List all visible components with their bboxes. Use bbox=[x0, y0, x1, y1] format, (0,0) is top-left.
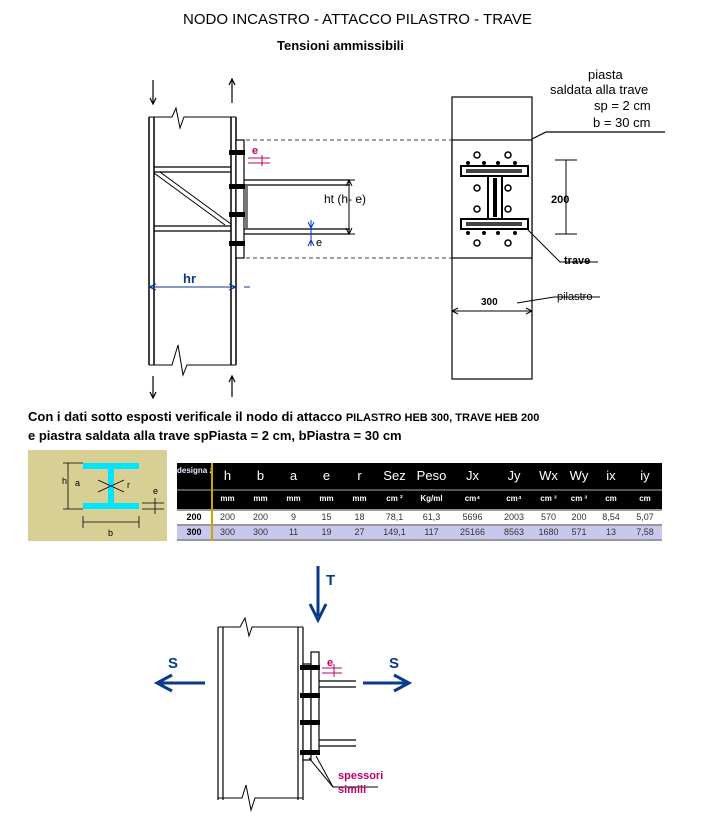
intro-line-2: e piastra saldata alla trave spPiasta = … bbox=[28, 428, 402, 443]
table-cell: 7,58 bbox=[636, 527, 654, 537]
section-b-label: b bbox=[108, 528, 113, 538]
force-diagram: e T S S bbox=[153, 566, 413, 812]
section-h-label: h bbox=[62, 476, 67, 486]
table-header-cell: iy bbox=[640, 468, 650, 483]
pilastro-label: pilastro bbox=[557, 291, 592, 303]
table-unit-cell: cm bbox=[639, 494, 651, 503]
table-cell: 5,07 bbox=[636, 512, 654, 522]
hr-label: hr bbox=[183, 271, 196, 286]
section-a-label: a bbox=[75, 478, 80, 488]
s-force-left-label: S bbox=[168, 655, 178, 672]
table-cell: 13 bbox=[605, 527, 616, 537]
table-header-cell: Wy bbox=[569, 468, 589, 483]
table-header-cell: a bbox=[289, 468, 298, 483]
table-cell: 15 bbox=[321, 512, 332, 522]
table-cell: 300 bbox=[219, 527, 236, 537]
intro-line-1-b: PILASTRO HEB 300, TRAVE HEB 200 bbox=[345, 412, 540, 424]
ht-label: ht (h- e) bbox=[324, 192, 366, 206]
intro-line-1: Con i dati sotto esposti verificale il n… bbox=[28, 409, 539, 424]
table-unit-cell bbox=[177, 491, 211, 509]
t-force-label: T bbox=[326, 572, 335, 589]
e-label-top: e bbox=[252, 145, 258, 157]
table-header-cell: Wx bbox=[539, 468, 558, 483]
table-unit-cell: cm ³ bbox=[540, 494, 557, 503]
table-separator bbox=[211, 463, 213, 541]
page-subtitle: Tensioni ammissibili bbox=[277, 38, 404, 53]
heb-properties-table: designa zione h b a e r Sez Peso Jx Jy Wx Wy ix iy mm… bbox=[177, 463, 662, 541]
page-title: NODO INCASTRO - ATTACCO PILASTRO - TRAVE bbox=[183, 11, 532, 28]
table-cell: 19 bbox=[321, 527, 332, 537]
table-cell: 571 bbox=[571, 527, 587, 537]
table-cell: 11 bbox=[288, 527, 299, 537]
s-force-right-label: S bbox=[389, 655, 399, 672]
table-cell: 25166 bbox=[459, 527, 486, 537]
table-unit-cell: mm bbox=[220, 494, 235, 503]
plate-label-line3: sp = 2 cm bbox=[594, 98, 651, 113]
joint-elevation-diagram: e ht (h- e) e hr bbox=[147, 67, 665, 400]
table-unit-cell: cm ² bbox=[386, 494, 403, 503]
plate-label-line2: saldata alla trave bbox=[550, 82, 648, 97]
table-cell: 300 bbox=[186, 527, 202, 537]
table-unit-cell: mm bbox=[352, 494, 367, 503]
table-unit-cell: mm bbox=[319, 494, 334, 503]
table-cell: 27 bbox=[354, 527, 365, 537]
table-cell: 8,54 bbox=[602, 512, 620, 522]
plate-label-line1: piasta bbox=[588, 67, 623, 82]
table-cell: 1680 bbox=[538, 527, 559, 537]
spessori-simili-label: spessori simili bbox=[338, 770, 384, 796]
table-header-cell: h bbox=[223, 468, 232, 483]
table-unit-cell: mm bbox=[253, 494, 268, 503]
table-cell: 61,3 bbox=[422, 512, 441, 522]
table-header-row: designa zione h b a e r Sez Peso Jx Jy Wx Wy ix iy bbox=[177, 463, 662, 489]
section-e-label: e bbox=[153, 486, 158, 496]
e-label-force: e bbox=[327, 657, 333, 669]
e-label-bottom: e bbox=[316, 237, 322, 249]
plate-label-line4: b = 30 cm bbox=[593, 115, 650, 130]
table-header-cell: b bbox=[256, 468, 265, 483]
table-cell: 200 bbox=[571, 512, 587, 522]
table-unit-cell: cm bbox=[605, 494, 617, 503]
dim-200-label: 200 bbox=[551, 194, 569, 206]
table-header-cell: Jy bbox=[507, 468, 521, 483]
table-unit-cell: cm ³ bbox=[570, 494, 588, 503]
table-cell: 117 bbox=[424, 527, 439, 537]
table-header-cell: e bbox=[322, 468, 331, 483]
table-unit-cell: cm⁴ bbox=[506, 494, 522, 503]
table-header-cell: r bbox=[357, 468, 362, 483]
heb-section-sketch: h a r b e bbox=[28, 450, 167, 541]
table-header-cell: Sez bbox=[383, 468, 406, 483]
table-unit-cell: Kg/ml bbox=[420, 494, 443, 503]
table-header-cell: Peso bbox=[416, 468, 447, 483]
table-cell: 2003 bbox=[503, 512, 525, 522]
section-r-label: r bbox=[127, 480, 130, 490]
table-header-designation: designa zione bbox=[177, 466, 211, 475]
table-unit-cell: cm⁴ bbox=[464, 494, 481, 503]
table-cell: 9 bbox=[290, 512, 296, 522]
table-header-cell: Jx bbox=[466, 468, 479, 483]
table-cell: 200 bbox=[219, 512, 236, 522]
table-cell: 18 bbox=[354, 512, 365, 522]
intro-line-1-a: Con i dati sotto esposti verificale il n… bbox=[28, 409, 346, 424]
dim-300-label: 300 bbox=[481, 297, 498, 308]
table-unit-cell: mm bbox=[286, 494, 301, 503]
table-units-row: mm mm mm mm mm cm ² Kg/ml cm⁴ cm⁴ cm ³ cm ³ cm cm bbox=[177, 489, 662, 509]
table-cell: 200 bbox=[186, 512, 202, 522]
table-cell: 8563 bbox=[503, 527, 525, 537]
table-header-cell: ix bbox=[606, 468, 616, 483]
trave-label: trave bbox=[564, 255, 590, 267]
table-cell: 5696 bbox=[462, 512, 483, 522]
table-cell: 300 bbox=[252, 527, 269, 537]
table-row: 300 300 300 11 19 27 149,1 117 25166 8563 1680 571 1… bbox=[177, 526, 662, 539]
table-row: 200 200 200 9 15 18 78,1 61,3 5696 2003 570 200 8,54… bbox=[177, 511, 662, 524]
table-cell: 570 bbox=[540, 512, 557, 522]
table-cell: 149,1 bbox=[383, 527, 406, 537]
table-cell: 200 bbox=[252, 512, 269, 522]
table-cell: 78,1 bbox=[385, 512, 404, 522]
